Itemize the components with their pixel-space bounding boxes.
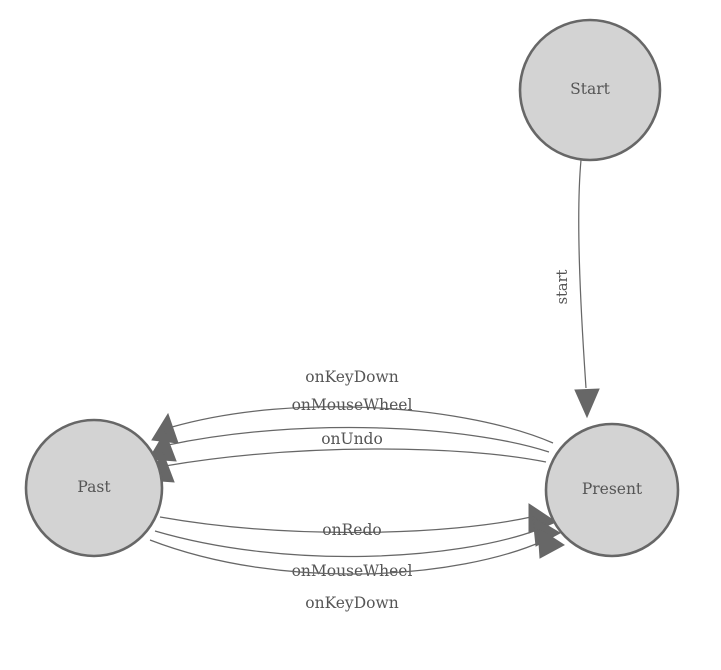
edge-label-onmousewheel-up: onMouseWheel: [292, 396, 413, 414]
node-present[interactable]: Present: [544, 422, 680, 558]
edge-path: [578, 159, 587, 389]
edge-label-onredo: onRedo: [322, 521, 381, 539]
edge-present-to-past-onkeydown[interactable]: onKeyDown: [151, 368, 554, 444]
node-group: Start Past Present: [24, 18, 680, 558]
node-shape: [544, 422, 680, 558]
edge-path: [149, 539, 544, 575]
edge-path: [159, 516, 532, 534]
edge-past-to-present-onredo[interactable]: onRedo: [159, 503, 558, 539]
edge-path: [164, 448, 547, 467]
node-label-start: Start: [570, 80, 610, 98]
edge-label-onkeydown-up: onKeyDown: [305, 368, 398, 386]
edge-start-to-present[interactable]: start: [555, 159, 600, 419]
edge-past-to-present-onkeydown[interactable]: onKeyDown: [149, 527, 565, 612]
arrowhead-icon: [574, 388, 600, 419]
edge-path: [167, 426, 550, 453]
node-label-past: Past: [77, 478, 111, 496]
edge-label-onmousewheel-down: onMouseWheel: [292, 562, 413, 580]
edge-path: [154, 529, 538, 558]
node-shape: [24, 418, 164, 558]
node-label-present: Present: [582, 480, 643, 498]
edge-label-start: start: [555, 269, 571, 304]
node-shape: [518, 18, 662, 162]
edge-present-to-past-onmousewheel[interactable]: onMouseWheel: [148, 396, 550, 462]
edge-label-onundo: onUndo: [321, 430, 383, 448]
node-start[interactable]: Start: [518, 18, 662, 162]
arrowhead-icon: [537, 527, 565, 559]
edge-group: start onKeyDown onMouseWheel onUndo: [146, 159, 600, 612]
edge-label-onkeydown-down: onKeyDown: [305, 594, 398, 612]
node-past[interactable]: Past: [24, 418, 164, 558]
edge-past-to-present-onmousewheel[interactable]: onMouseWheel: [154, 516, 562, 580]
edge-path: [171, 406, 554, 444]
